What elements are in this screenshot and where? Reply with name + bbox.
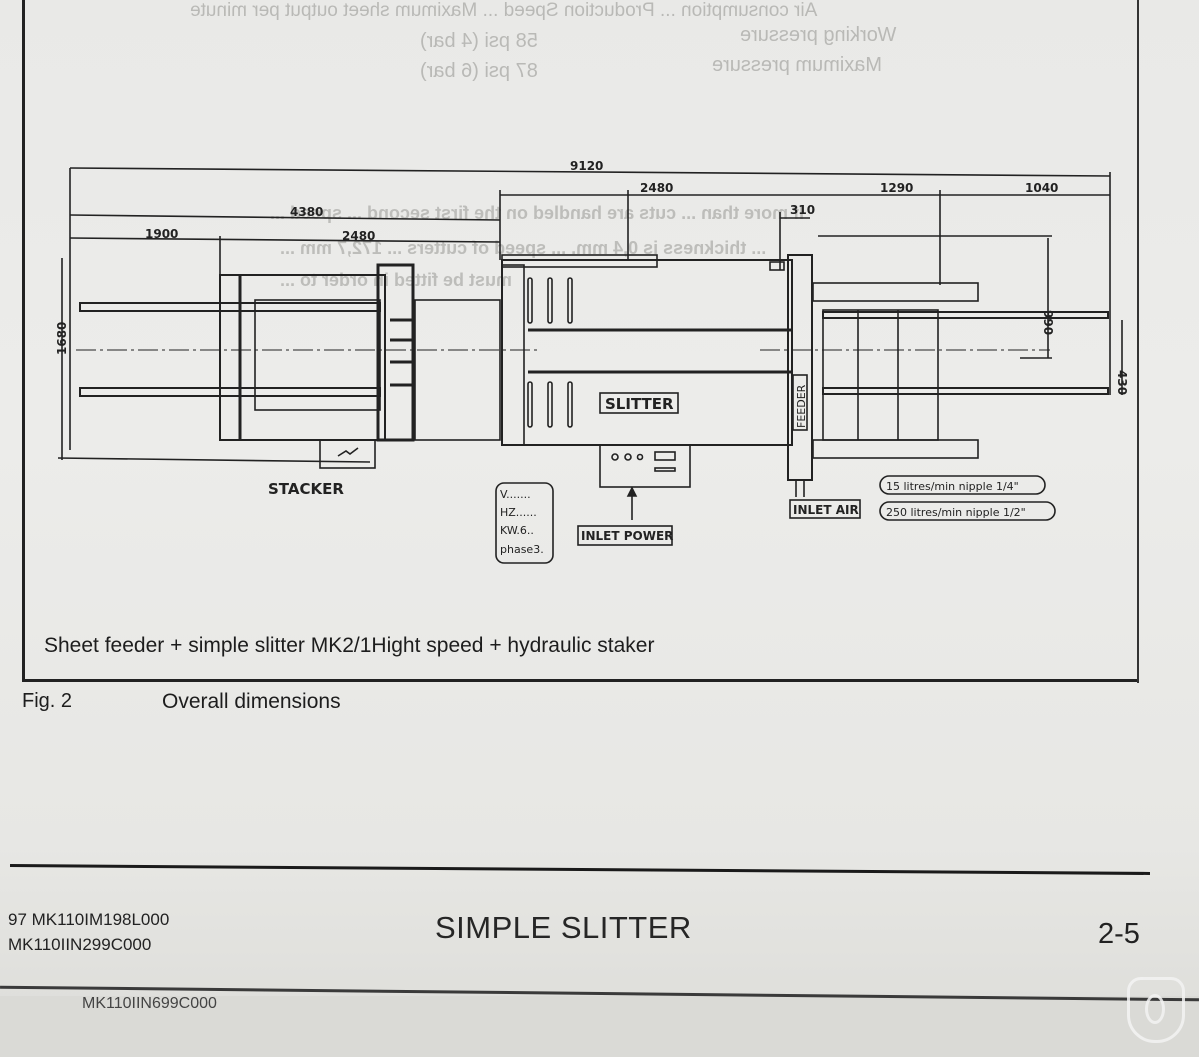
dim-4380: 4380 (290, 205, 323, 219)
feeder-column (787, 254, 813, 481)
power-spec-frequency: HZ...... (500, 506, 537, 519)
dim-line-overall (69, 167, 1111, 177)
shield-logo-icon (1127, 977, 1185, 1043)
power-spec-kilowatts: KW.6.. (500, 524, 534, 537)
air-spec-1: 15 litres/min nipple 1/4" (886, 480, 1019, 493)
dim-1900: 1900 (145, 227, 178, 241)
stacker-rail-bottom (79, 387, 381, 397)
slitter-label: SLITTER (605, 395, 674, 413)
dim-990: 990 (1041, 310, 1055, 335)
frame-right-border (1137, 0, 1139, 683)
page-number: 2-5 (1098, 918, 1140, 950)
inlet-power-label: INLET POWER (581, 529, 673, 543)
feeder-rail-bottom (822, 387, 1109, 395)
feeder-bottom-bar (812, 439, 979, 459)
dim-line-4380 (69, 214, 501, 221)
figure-caption: Sheet feeder + simple slitter MK2/1Hight… (44, 634, 655, 657)
figure-frame (22, 0, 1138, 682)
figure-number: Fig. 2 (22, 690, 73, 712)
air-spec-2: 250 litres/min nipple 1/2" (886, 506, 1026, 519)
next-sheet (0, 996, 1199, 1057)
slitter-label-box (599, 392, 679, 414)
dim-line-1900 (69, 237, 501, 243)
inlet-air-label: INLET AIR (793, 503, 859, 517)
feeder-rail-top (822, 311, 1109, 319)
dim-1290: 1290 (880, 181, 913, 195)
dim-9120: 9120 (570, 159, 603, 173)
feeder-label-box (792, 374, 808, 431)
power-spec-voltage: V....... (500, 488, 531, 501)
dim-430: 430 (1115, 370, 1129, 395)
stacker-pedestal (319, 439, 376, 469)
section-title: SIMPLE SLITTER (435, 910, 692, 945)
footer-rule (10, 864, 1150, 875)
layout-drawing: 9120 2480 1290 1040 4380 310 1900 2480 1… (55, 159, 1129, 564)
dim-2480-stacker: 2480 (342, 229, 375, 243)
air-spec-oval-2 (879, 501, 1056, 521)
doc-code-1: 97 MK110IM198L000 (8, 910, 170, 929)
inlet-power-label-box (577, 525, 673, 546)
dim-310: 310 (790, 203, 815, 217)
dim-1040: 1040 (1025, 181, 1058, 195)
dim-1680: 1680 (55, 322, 69, 355)
doc-code-2: MK110IIN299C000 (8, 935, 152, 954)
power-spec-box (495, 482, 554, 564)
frame-left-border (22, 0, 25, 680)
dim-2480-slitter: 2480 (640, 181, 673, 195)
power-spec-phase: phase3. (500, 543, 544, 556)
inlet-air-label-box (789, 499, 861, 519)
stacker-frame (219, 274, 386, 441)
feeder-top-bar (812, 282, 979, 302)
slitter-body (501, 259, 793, 446)
stacker-label: STACKER (268, 480, 344, 498)
next-sheet-code: MK110IIN699C000 (82, 995, 217, 1012)
air-spec-oval-1 (879, 475, 1046, 495)
control-panel (599, 444, 691, 488)
figure-title: Overall dimensions (162, 690, 341, 713)
stacker-rail-top (79, 302, 381, 312)
feeder-label: FEEDER (795, 384, 808, 428)
